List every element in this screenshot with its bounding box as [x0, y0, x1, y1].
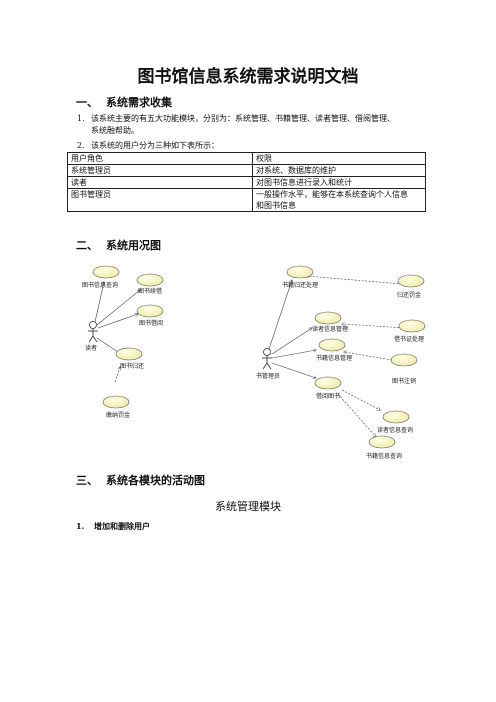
table-cell-line: 和图书信息 — [256, 201, 296, 210]
svg-text:书籍信息查询: 书籍信息查询 — [366, 452, 402, 460]
svg-text:图书信息查询: 图书信息查询 — [82, 281, 118, 289]
section1-title: 系统需求收集 — [106, 96, 172, 109]
use-case: 图书续借 — [136, 273, 164, 295]
svg-text:书籍归还处理: 书籍归还处理 — [282, 281, 318, 289]
activity-item-1: 1. 增加和删除用户 — [76, 521, 150, 532]
actor-label: 读者 — [85, 344, 97, 352]
requirement-item-1: 1. 该系统主要的有五大功能模块，分别为：系统管理、书籍管理、读者管理、借阅管理… — [77, 113, 436, 137]
item-number: 1. — [76, 521, 85, 531]
requirement-item-2: 2. 该系统的用户分为三种如下表所示： — [77, 140, 436, 152]
svg-text:借阅图书: 借阅图书 — [316, 392, 340, 400]
item-text: 增加和删除用户 — [94, 521, 150, 531]
svg-text:图书借阅: 图书借阅 — [139, 319, 163, 327]
table-cell: 对图书信息进行录入和统计 — [252, 176, 426, 189]
module-subtitle: 系统管理模块 — [215, 500, 281, 513]
use-case: 借书证处理 — [394, 319, 426, 343]
table-header-row: 用户角色 权限 — [67, 152, 426, 165]
reader-use-case-diagram: 读者 图书信息查询 图书续借 图书借阅 图书归还 缴纳罚金 — [82, 265, 164, 419]
svg-text:归还罚金: 归还罚金 — [397, 291, 421, 299]
actor-figure — [88, 321, 98, 343]
table-header-cell: 权限 — [252, 152, 426, 165]
table-row: 图书管理员 一般操作水平，能够在本系统查询个人信息 和图书信息 — [67, 188, 426, 212]
use-case: 归还罚金 — [397, 274, 425, 299]
svg-text:借书证处理: 借书证处理 — [394, 335, 424, 343]
use-case: 图书归还 — [115, 347, 144, 370]
svg-text:书籍信息管理: 书籍信息管理 — [316, 354, 352, 362]
svg-text:图书续借: 图书续借 — [138, 287, 162, 295]
user-roles-table: 用户角色 权限 系统管理员 对系统、数据库的维护 读者 对图书信息进行录入和统计… — [67, 152, 426, 212]
section3-heading: 三、系统各模块的活动图 — [76, 472, 205, 488]
section1-heading: 一、系统需求收集 — [76, 94, 172, 110]
librarian-use-case-diagram: 图书管理员 书籍归还处理 归还罚金 读者信息管理 借书证处理 书籍信息管理 图书… — [256, 265, 426, 460]
table-cell: 系统管理员 — [67, 164, 253, 177]
table-cell-line: 一般操作水平，能够在本系统查询个人信息 — [256, 190, 408, 199]
table-cell: 一般操作水平，能够在本系统查询个人信息 和图书信息 — [252, 188, 426, 212]
document-title: 图书馆信息系统需求说明文档 — [137, 67, 359, 87]
section1-number: 一、 — [76, 96, 98, 109]
use-case: 缴纳罚金 — [102, 395, 130, 419]
table-row: 读者 对图书信息进行录入和统计 — [67, 176, 426, 189]
table-cell: 图书管理员 — [67, 188, 253, 212]
use-case: 借阅图书 — [314, 376, 342, 400]
table-header-cell: 用户角色 — [67, 152, 253, 165]
section2-heading: 二、系统用况图 — [76, 237, 161, 253]
table-row: 系统管理员 对系统、数据库的维护 — [67, 164, 426, 177]
svg-text:图书归还: 图书归还 — [120, 362, 144, 370]
section3-number: 三、 — [76, 474, 98, 487]
section2-number: 二、 — [76, 239, 98, 252]
svg-text:缴纳罚金: 缴纳罚金 — [106, 411, 130, 419]
actor-label: 图书管理员 — [256, 372, 280, 380]
svg-text:读者信息管理: 读者信息管理 — [312, 325, 348, 333]
actor-figure — [262, 348, 272, 370]
use-case: 书籍信息管理 — [316, 338, 352, 362]
table-cell: 对系统、数据库的维护 — [252, 164, 426, 177]
use-case: 读者信息管理 — [312, 311, 348, 333]
section2-title: 系统用况图 — [106, 239, 161, 252]
use-case: 书籍信息查询 — [366, 435, 402, 460]
table-cell: 读者 — [67, 176, 253, 189]
use-case: 图书注销 — [390, 353, 418, 385]
use-case: 图书借阅 — [136, 304, 164, 327]
item-number: 2. — [77, 141, 85, 150]
item-text-line1: 该系统的用户分为三种如下表所示： — [91, 141, 219, 150]
section3-title: 系统各模块的活动图 — [106, 474, 205, 487]
item-text-line1: 该系统主要的有五大功能模块，分别为：系统管理、书籍管理、读者管理、借阅管理、 — [91, 114, 395, 123]
svg-text:读者信息查询: 读者信息查询 — [377, 426, 413, 434]
use-case: 书籍归还处理 — [282, 265, 318, 289]
svg-text:图书注销: 图书注销 — [392, 377, 416, 385]
item-number: 1. — [77, 114, 85, 123]
use-case: 读者信息查询 — [377, 410, 413, 434]
item-text-line2: 系统融帮助。 — [91, 126, 139, 135]
use-case: 图书信息查询 — [82, 265, 120, 289]
